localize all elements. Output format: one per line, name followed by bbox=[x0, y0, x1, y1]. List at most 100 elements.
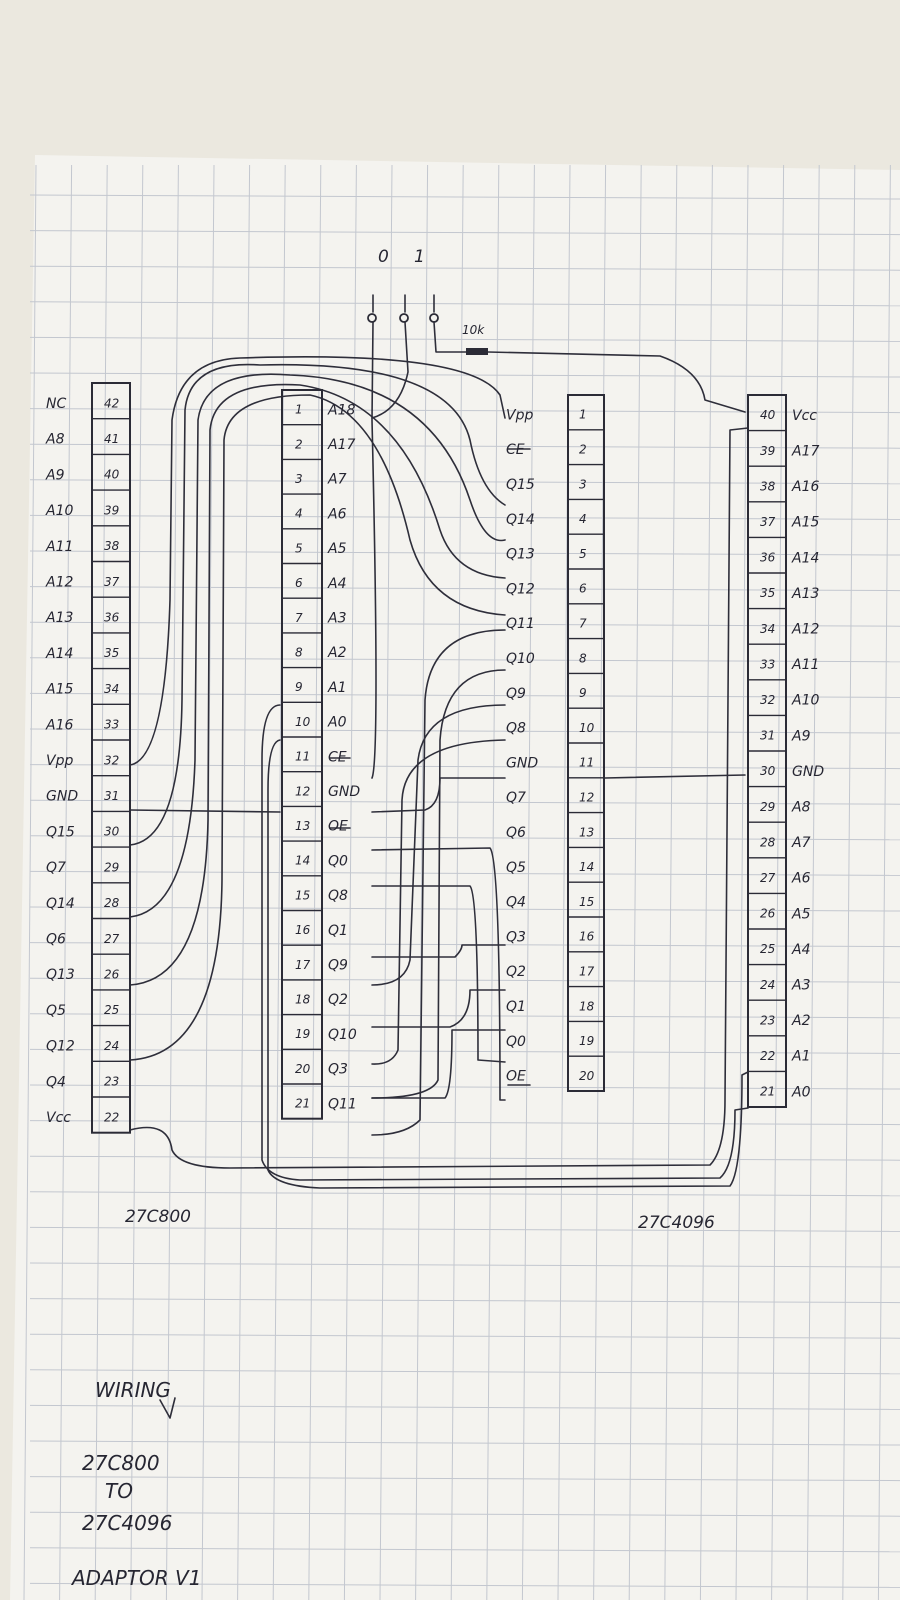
pin-number: 27 bbox=[760, 871, 776, 885]
pin-number: 2 bbox=[579, 442, 587, 456]
pin-number: 31 bbox=[104, 789, 119, 803]
pin-name: A6 bbox=[791, 871, 811, 887]
pin-name: Q14 bbox=[46, 896, 75, 912]
pin-name: Q0 bbox=[328, 853, 348, 869]
pin-name: A1 bbox=[791, 1049, 810, 1065]
pin-name: Q5 bbox=[46, 1003, 66, 1019]
pin-name: A4 bbox=[327, 576, 346, 592]
pin-number: 26 bbox=[760, 907, 776, 921]
select-switch: 0 1 10k bbox=[367, 247, 488, 355]
switch-terminal-1 bbox=[429, 313, 439, 323]
wire bbox=[371, 669, 506, 1099]
pin-number: 29 bbox=[104, 860, 119, 874]
pin-number: 33 bbox=[760, 657, 775, 671]
title-note: WIRING 27C800 TO 27C4096 ADAPTOR V1 bbox=[70, 1378, 201, 1590]
pin-name: A15 bbox=[45, 682, 73, 698]
pin-name: Q1 bbox=[328, 923, 348, 939]
wire bbox=[371, 321, 409, 419]
pin-name: A13 bbox=[45, 610, 73, 626]
pin-number: 32 bbox=[760, 693, 775, 707]
pin-number: 3 bbox=[579, 477, 587, 491]
pin-number: 28 bbox=[104, 896, 120, 910]
wire bbox=[371, 739, 506, 1065]
pin-name: Q9 bbox=[506, 686, 526, 702]
pin-number: 1 bbox=[295, 403, 303, 417]
pin-number: 10 bbox=[295, 715, 311, 729]
pin-number: 36 bbox=[760, 551, 776, 565]
pin-name: Q3 bbox=[506, 929, 526, 945]
pin-number: 6 bbox=[295, 576, 303, 590]
middle-chip-body bbox=[281, 389, 323, 1120]
pin-name: Vcc bbox=[792, 408, 817, 424]
wire bbox=[129, 383, 506, 986]
pin-name: A12 bbox=[791, 622, 819, 638]
wire bbox=[129, 427, 749, 1169]
pin-name: Q3 bbox=[328, 1062, 348, 1078]
pin-name: Q8 bbox=[328, 888, 348, 904]
pin-name: Vpp bbox=[506, 407, 533, 423]
pin-number: 30 bbox=[104, 825, 120, 839]
pin-name: Q0 bbox=[506, 1034, 526, 1050]
pin-number: 39 bbox=[104, 503, 119, 517]
pin-number: 34 bbox=[104, 682, 119, 696]
pin-name: Q12 bbox=[506, 581, 535, 597]
pin-number: 35 bbox=[104, 646, 119, 660]
pin-number: 19 bbox=[579, 1034, 594, 1048]
pin-name: A14 bbox=[791, 550, 819, 566]
wire bbox=[371, 704, 506, 986]
pin-number: 8 bbox=[295, 645, 303, 659]
pin-number: 42 bbox=[104, 396, 119, 410]
pin-name: Q8 bbox=[506, 721, 526, 737]
pin-number: 23 bbox=[760, 1013, 775, 1027]
pin-name: Q11 bbox=[506, 616, 535, 632]
pin-number: 41 bbox=[104, 432, 119, 446]
pin-number: 28 bbox=[760, 835, 776, 849]
switch-label-0: 0 bbox=[378, 247, 389, 267]
pin-name: A18 bbox=[327, 402, 355, 418]
pin-number: 7 bbox=[295, 611, 303, 625]
pin-name: A7 bbox=[791, 835, 811, 851]
pin-name: Q15 bbox=[506, 477, 535, 493]
pin-number: 9 bbox=[579, 686, 587, 700]
pin-number: 37 bbox=[104, 575, 120, 589]
resistor-label: 10k bbox=[462, 323, 485, 337]
pin-name: A0 bbox=[327, 715, 347, 731]
pin-number: 4 bbox=[295, 507, 303, 521]
pin-number: 5 bbox=[295, 541, 303, 555]
pin-name: A11 bbox=[45, 539, 73, 555]
pin-number: 35 bbox=[760, 586, 775, 600]
wire bbox=[433, 321, 467, 353]
pin-name: A10 bbox=[45, 503, 73, 519]
pin-name: Q2 bbox=[506, 964, 526, 980]
pin-name: A8 bbox=[45, 432, 65, 448]
note-line-4: 27C4096 bbox=[82, 1511, 172, 1535]
pin-name: A12 bbox=[45, 574, 73, 590]
pin-number: 40 bbox=[760, 408, 776, 422]
pin-name: Q2 bbox=[328, 992, 348, 1008]
pin-number: 20 bbox=[295, 1062, 311, 1076]
pin-number: 12 bbox=[579, 790, 594, 804]
pin-number: 38 bbox=[104, 539, 120, 553]
pin-number: 1 bbox=[579, 408, 587, 422]
pin-name: Q14 bbox=[506, 512, 535, 528]
pin-name: A6 bbox=[327, 506, 347, 522]
pin-number: 23 bbox=[104, 1075, 119, 1089]
pin-number: 15 bbox=[579, 895, 594, 909]
pin-number: 17 bbox=[579, 964, 595, 978]
pin-number: 14 bbox=[295, 854, 310, 868]
pin-number: 10 bbox=[579, 721, 595, 735]
pin-number: 21 bbox=[295, 1097, 310, 1111]
pin-name: Q13 bbox=[506, 547, 535, 563]
pin-name: GND bbox=[328, 784, 360, 800]
pin-number: 7 bbox=[579, 616, 587, 630]
pin-name: A15 bbox=[791, 515, 819, 531]
switch-terminal-common bbox=[399, 313, 409, 323]
pin-name: Q7 bbox=[506, 790, 526, 806]
pin-name: Q10 bbox=[328, 1027, 357, 1043]
pin-name: Q15 bbox=[46, 824, 75, 840]
pin-name: Q6 bbox=[46, 931, 66, 947]
pin-name: Q12 bbox=[46, 1039, 75, 1055]
wire bbox=[129, 356, 506, 766]
pin-name: Q7 bbox=[46, 860, 66, 876]
